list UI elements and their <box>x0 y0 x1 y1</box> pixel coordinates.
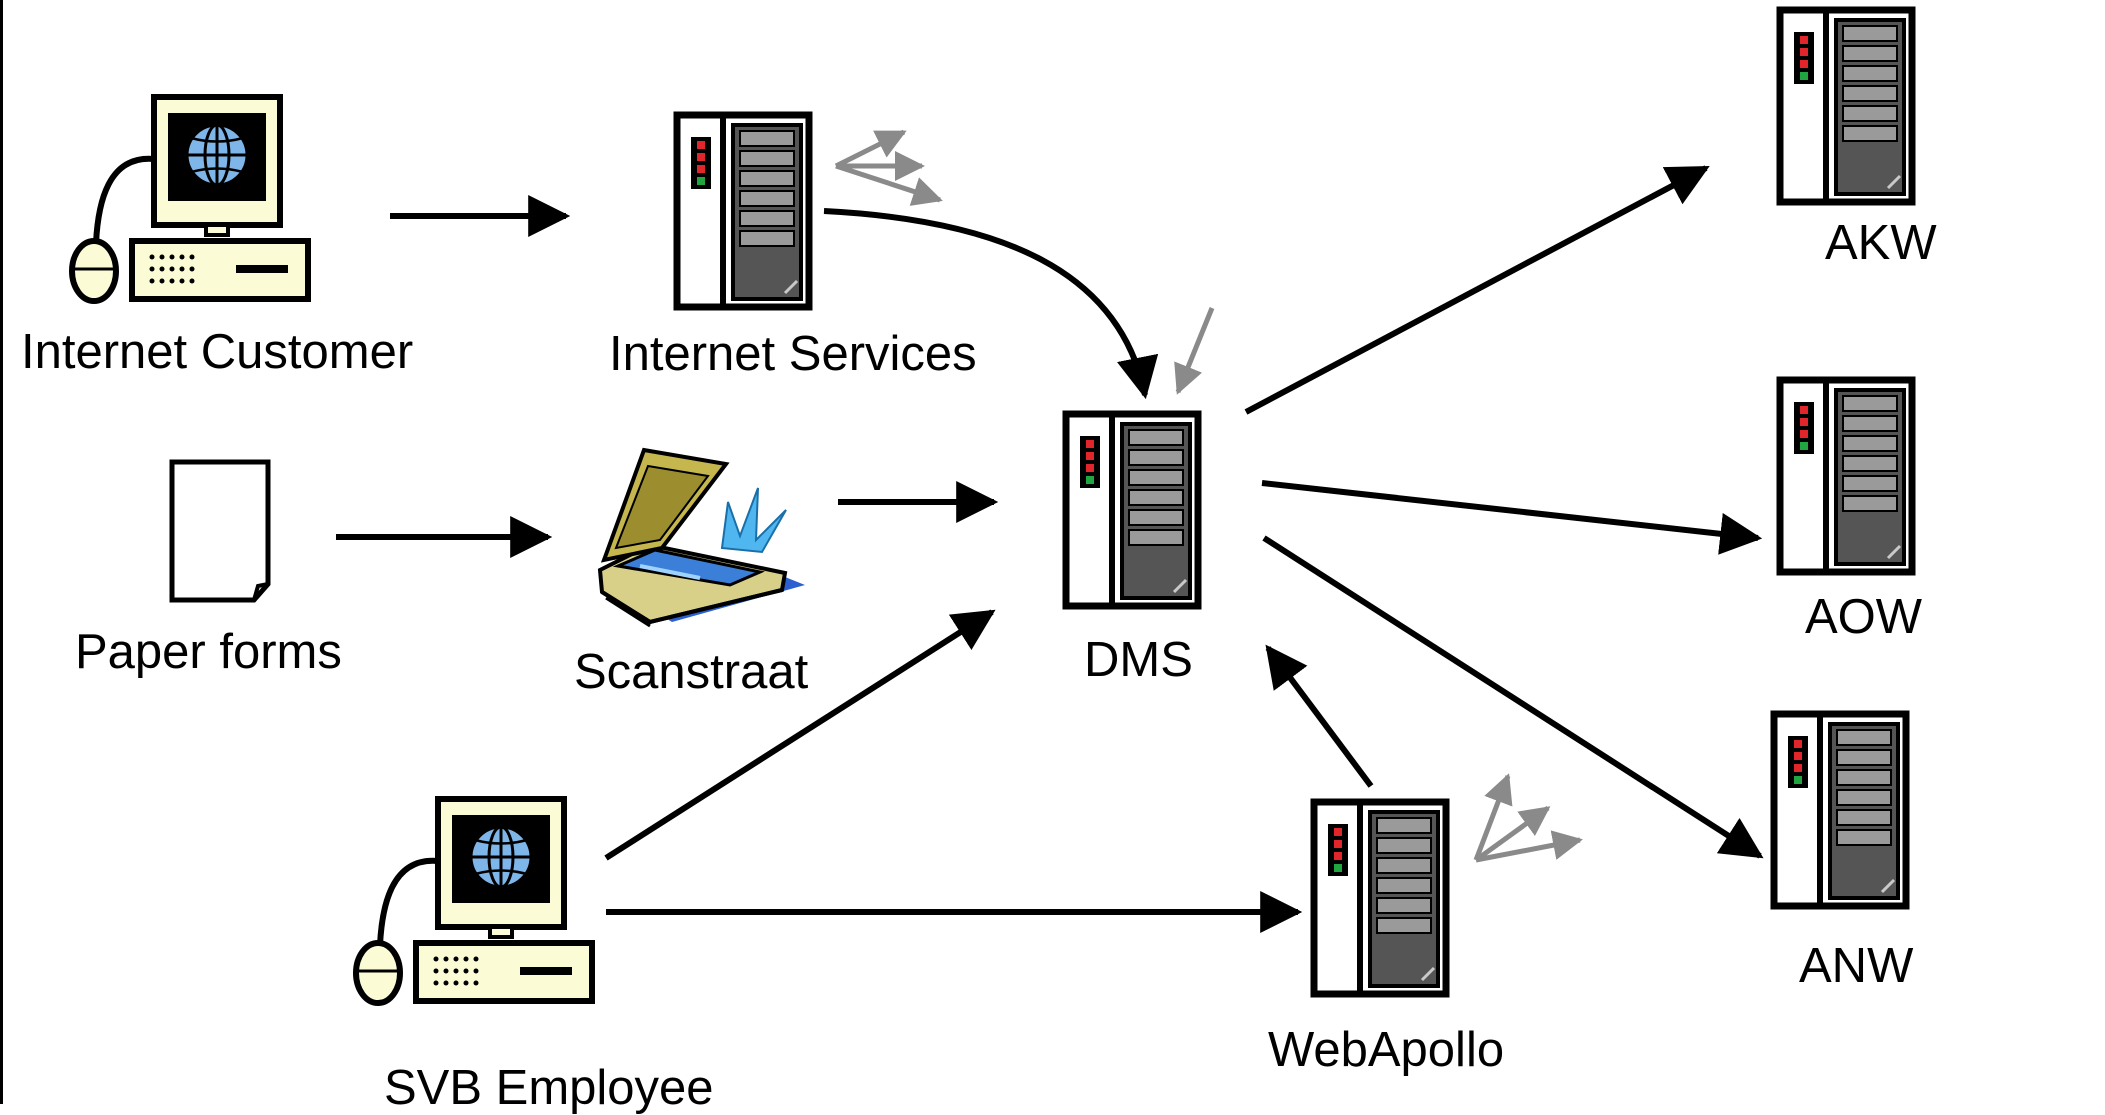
scanstraat-label: Scanstraat <box>574 645 809 699</box>
arrow-dms-to-akw <box>1244 165 1710 415</box>
internet-customer-label: Internet Customer <box>21 325 414 379</box>
aow-label: AOW <box>1805 590 1923 644</box>
anw-label: ANW <box>1799 939 1914 993</box>
paper-document-icon <box>169 459 271 603</box>
dms-server-icon <box>1066 414 1198 606</box>
arrow-webapollo-to-dms <box>1265 644 1374 788</box>
svb-employee-label: SVB Employee <box>384 1061 714 1115</box>
arrow-dms-to-aow <box>1261 480 1763 555</box>
akw-server-icon <box>1780 10 1912 202</box>
svb-employee-computer-icon <box>356 799 592 1003</box>
dms-label: DMS <box>1084 633 1193 687</box>
akw-label: AKW <box>1825 216 1937 270</box>
webapollo-activity-arrows <box>1473 773 1583 863</box>
webapollo-label: WebApollo <box>1268 1023 1505 1077</box>
internet-customer-computer-icon <box>72 97 308 301</box>
internet-services-server-icon <box>677 115 809 307</box>
aow-server-icon <box>1780 380 1912 572</box>
arrow-dms-to-anw <box>1262 535 1764 859</box>
internet-services-activity-arrows <box>834 129 943 206</box>
dms-incoming-activity-arrow <box>1174 307 1215 395</box>
webapollo-server-icon <box>1314 802 1446 994</box>
internet-services-label: Internet Services <box>609 327 977 381</box>
arrow-services-to-dms <box>823 208 1159 400</box>
flatbed-scanner-icon <box>597 447 805 628</box>
paper-forms-label: Paper forms <box>75 625 342 679</box>
anw-server-icon <box>1774 714 1906 906</box>
arrow-employee-to-dms <box>604 609 996 861</box>
left-border <box>0 0 3 1104</box>
